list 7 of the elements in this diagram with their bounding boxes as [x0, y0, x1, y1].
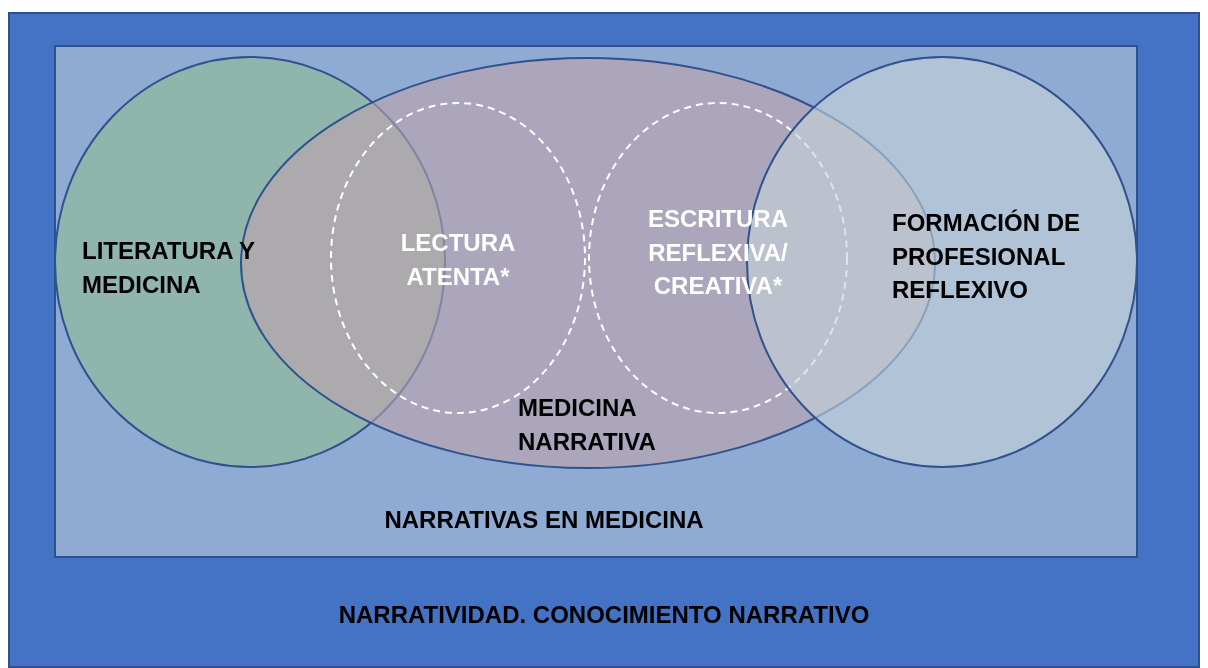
region-label: NARRATIVIDAD. CONOCIMIENTO NARRATIVO	[337, 600, 871, 630]
outer-band	[8, 12, 1200, 668]
region-label: MEDICINA NARRATIVA	[518, 393, 657, 457]
region-label: FORMACIÓN DE PROFESIONAL REFLEXIVO	[892, 208, 1081, 306]
region-label: NARRATIVAS EN MEDICINA	[383, 505, 705, 535]
inner-rectangle	[54, 45, 1138, 558]
region-label: LECTURA ATENTA*	[399, 228, 517, 292]
